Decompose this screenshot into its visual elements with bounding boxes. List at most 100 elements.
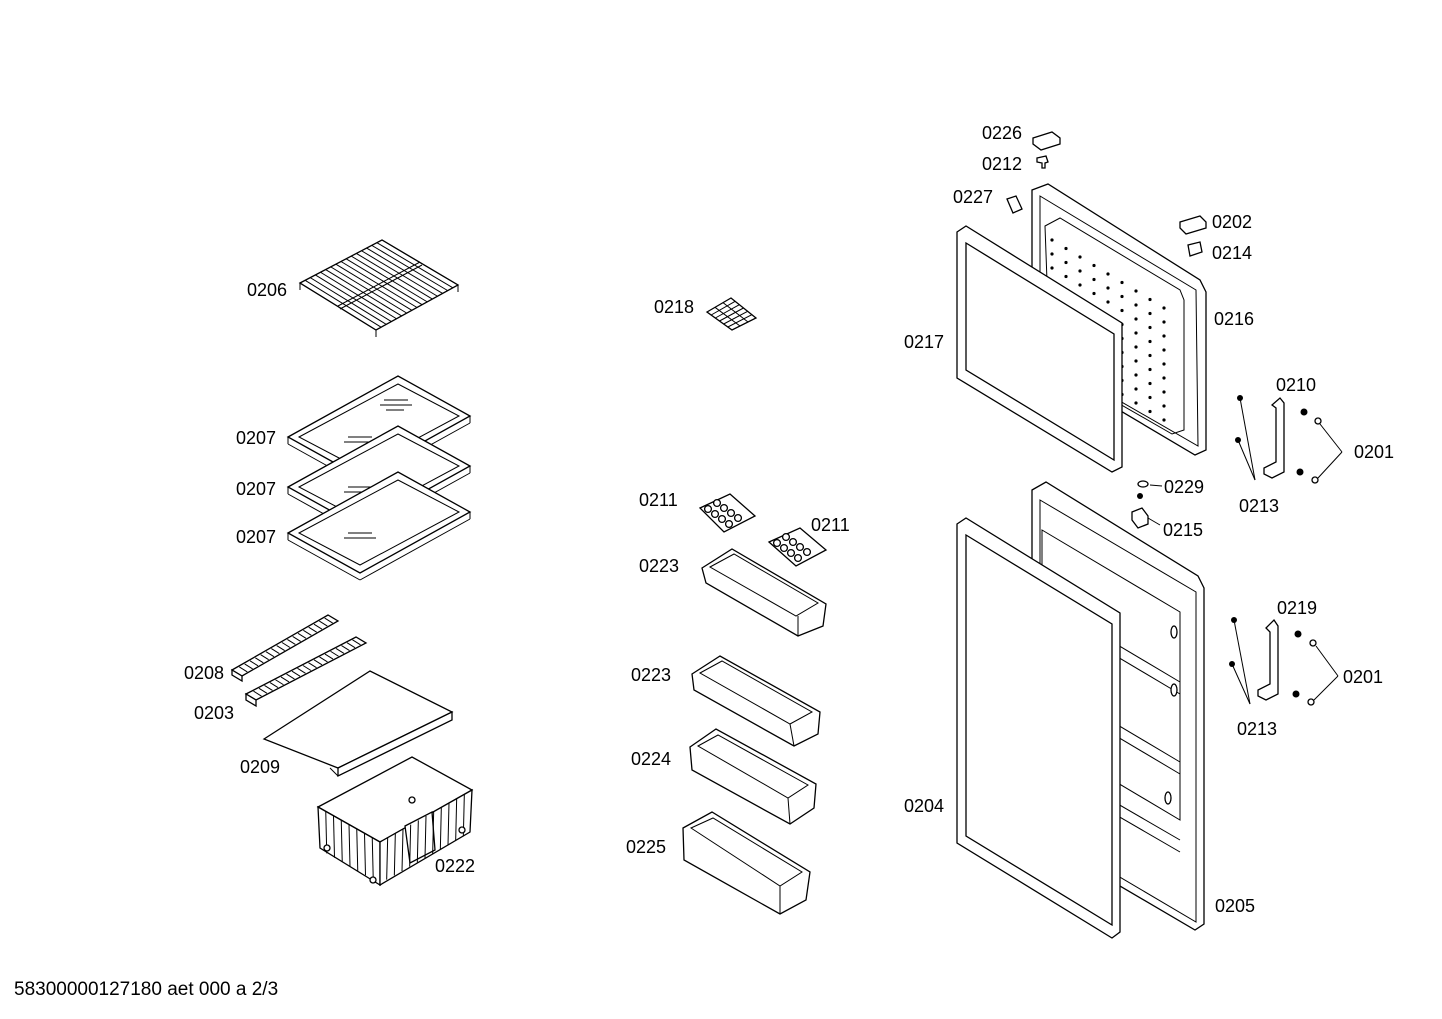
line-art-stroke (409, 824, 412, 867)
line-art-dot (1078, 255, 1082, 259)
line-art-dot (719, 503, 729, 513)
line-art-dot (1162, 362, 1166, 366)
line-art-stroke (723, 310, 748, 325)
line-art-stroke (340, 820, 343, 863)
line-art-dot (788, 537, 798, 547)
fridge-handle-screws-part[interactable] (1229, 617, 1339, 706)
callout-0207: 0207 (236, 479, 276, 499)
fridge-handle-part[interactable] (1257, 618, 1279, 701)
line-art-dot (1106, 300, 1110, 304)
callout-0209: 0209 (240, 757, 280, 777)
callout-0210: 0210 (1276, 375, 1316, 395)
door-bin-upper-part[interactable] (701, 548, 827, 637)
line-art-dot (717, 514, 727, 524)
line-art-stroke (308, 626, 317, 633)
line-art-stroke (292, 635, 301, 642)
hinge-bracket-part[interactable] (1187, 241, 1203, 257)
line-art-dot (1134, 303, 1138, 307)
line-art-dot (1120, 294, 1124, 299)
screw-part[interactable] (1137, 493, 1143, 499)
line-art-dot (1134, 387, 1138, 391)
line-art-stroke (356, 828, 359, 871)
line-art-dot (733, 513, 743, 523)
line-art-dot (1050, 252, 1054, 256)
line-art-dot (781, 532, 791, 542)
hinge-cover-part[interactable] (1032, 131, 1061, 151)
label-plate-part[interactable] (1006, 195, 1023, 214)
freezer-gasket-part[interactable] (956, 225, 1123, 473)
line-art-dot (1092, 263, 1096, 268)
line-art-stroke (393, 833, 396, 876)
wire-shelf-part[interactable] (298, 239, 460, 337)
line-art-stroke (348, 824, 351, 867)
line-art-stroke (303, 629, 312, 636)
bottle-bin-part[interactable] (689, 728, 817, 825)
line-art-dot (1148, 409, 1152, 414)
line-art-dot (1162, 404, 1166, 408)
ice-tray-part[interactable] (705, 297, 758, 331)
line-art-dot (726, 508, 736, 518)
callout-0213: 0213 (1239, 496, 1279, 516)
line-art-dot (795, 542, 805, 552)
line-art-stroke (722, 302, 749, 323)
line-art-stroke (291, 670, 301, 677)
line-art-stroke (280, 676, 290, 683)
line-art-dot (1148, 367, 1152, 372)
line-art-dot (710, 509, 720, 519)
line-art-dot (1148, 297, 1152, 302)
line-art-dot (1162, 418, 1166, 422)
line-art-stroke (271, 648, 280, 655)
crisper-drawer-part[interactable] (316, 756, 474, 887)
callout-0213: 0213 (1237, 719, 1277, 739)
callout-0229: 0229 (1164, 477, 1204, 497)
bottle-bin-large-part[interactable] (682, 811, 811, 915)
line-art-stroke (260, 654, 269, 661)
glass-shelf-bottom-part[interactable] (286, 471, 472, 581)
line-art-dot (1134, 317, 1138, 321)
freezer-handle-screws-part[interactable] (1235, 395, 1343, 484)
line-art-dot (1148, 325, 1152, 330)
egg-tray-right-part[interactable] (767, 527, 828, 567)
line-art-stroke (710, 300, 736, 316)
vent-strip-part[interactable] (230, 614, 340, 683)
line-art-stroke (287, 639, 296, 645)
line-art-stroke (715, 304, 740, 319)
callout-0203: 0203 (194, 703, 234, 723)
callout-0211: 0211 (639, 490, 678, 510)
line-art-dot (1106, 286, 1110, 290)
line-art-dot (1134, 401, 1138, 405)
line-art-dot (1134, 289, 1138, 293)
egg-tray-left-part[interactable] (698, 493, 757, 533)
line-art-stroke (249, 660, 259, 667)
line-art-stroke (286, 673, 295, 680)
line-art-stroke (401, 828, 404, 872)
line-art-stroke (324, 617, 333, 624)
hinge-pin-part[interactable] (1036, 155, 1049, 169)
line-art-stroke (253, 690, 262, 697)
line-art-stroke (337, 261, 421, 307)
top-cap-part[interactable] (1179, 215, 1207, 235)
callout-0227: 0227 (953, 187, 993, 207)
callout-0215: 0215 (1163, 520, 1203, 540)
line-art-dot (1162, 376, 1166, 380)
callout-0224: 0224 (631, 749, 671, 769)
line-art-dot (772, 538, 782, 548)
line-art-dot (802, 547, 812, 557)
crisper-cover-part[interactable] (262, 670, 454, 778)
fridge-gasket-part[interactable] (956, 517, 1121, 939)
line-art-stroke (386, 837, 389, 880)
middle-hinge-part[interactable] (1131, 507, 1161, 529)
cover-strip-part[interactable] (244, 636, 368, 708)
line-art-dot (1162, 348, 1166, 352)
line-art-dot (712, 498, 722, 508)
line-art-stroke (416, 820, 419, 863)
door-bin-lower-part[interactable] (691, 655, 821, 747)
line-art-stroke (727, 314, 753, 328)
line-art-dot (1148, 311, 1152, 316)
line-art-dot (1078, 283, 1082, 287)
callout-0206: 0206 (247, 280, 287, 300)
washer-part[interactable] (1137, 480, 1163, 488)
callout-0223: 0223 (631, 665, 671, 685)
callout-0222: 0222 (435, 856, 475, 876)
freezer-handle-part[interactable] (1263, 397, 1285, 479)
